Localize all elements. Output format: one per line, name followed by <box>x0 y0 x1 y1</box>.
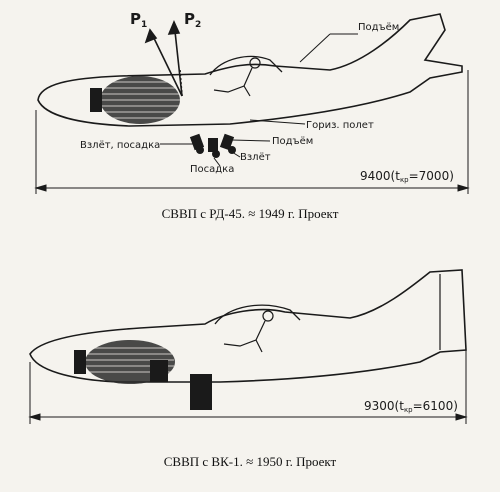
top-fuselage-outline <box>37 13 463 127</box>
force-p1-label: P1 <box>130 10 147 30</box>
top-dimension-value: 9400(tкр=7000) <box>360 169 454 184</box>
label-takeoff-landing: Взлёт, посадка <box>80 140 160 151</box>
bottom-aircraft-drawing: 9300(tкр=6100) <box>28 269 468 424</box>
label-takeoff: Взлёт <box>240 152 271 163</box>
bottom-engine <box>74 340 175 384</box>
bottom-caption: СВВП с ВК-1. ≈ 1950 г. Проект <box>163 454 337 469</box>
top-pilot <box>213 57 261 97</box>
top-nozzles <box>189 133 236 158</box>
bottom-dimension-value: 9300(tкр=6100) <box>364 399 458 414</box>
bottom-dimension-line <box>28 350 468 424</box>
bottom-nozzle <box>190 374 212 410</box>
top-caption: СВВП с РД-45. ≈ 1949 г. Проект <box>161 206 339 221</box>
top-engine <box>90 76 180 124</box>
label-landing: Посадка <box>190 164 234 175</box>
label-lift: Подъём <box>358 22 399 33</box>
label-horizontal-flight: Гориз. полет <box>306 120 374 131</box>
top-aircraft-drawing: P1 P2 Подъём Гориз. полет Подъём Взлёт, … <box>34 10 470 194</box>
label-lift-2: Подъём <box>272 136 313 147</box>
bottom-pilot <box>223 310 274 353</box>
top-canopy <box>209 55 283 76</box>
force-p2-label: P2 <box>184 10 201 30</box>
force-arrows <box>144 19 183 97</box>
top-leader-lines <box>160 33 358 167</box>
bottom-canopy <box>214 304 301 325</box>
top-dimension-line <box>34 70 470 194</box>
